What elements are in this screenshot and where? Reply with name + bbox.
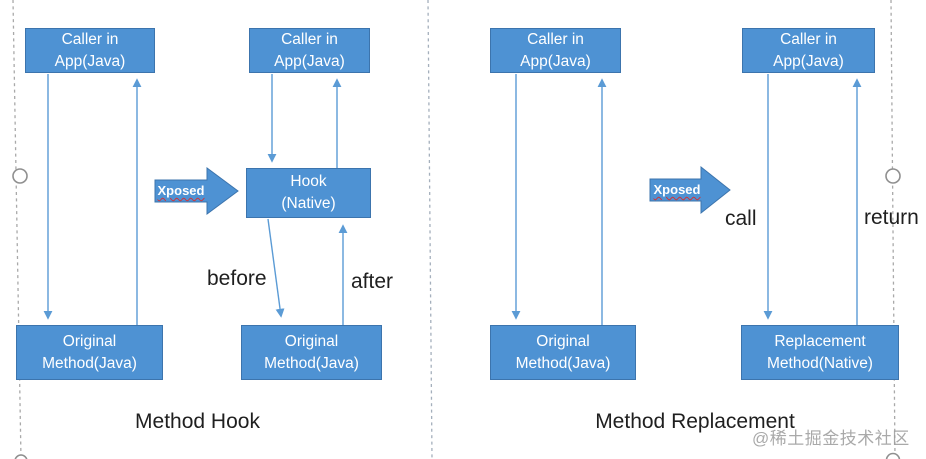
method-hook-caption: Method Hook: [135, 410, 260, 433]
original-method-box-hook-right[interactable]: Original Method(Java): [241, 325, 382, 380]
xposed-block-arrow-left[interactable]: [154, 167, 239, 215]
xposed-arrow-label-right: Xposed: [653, 182, 701, 197]
xposed-block-arrow-right[interactable]: [649, 165, 731, 215]
caller-in-app-box-repl-right[interactable]: Caller in App(Java): [742, 28, 875, 73]
left-guide-handle[interactable]: [12, 168, 28, 184]
after-label: after: [351, 270, 394, 293]
method-replacement-caption: Method Replacement: [595, 410, 795, 433]
original-method-box-hook-left[interactable]: Original Method(Java): [16, 325, 163, 380]
replacement-method-box[interactable]: Replacement Method(Native): [741, 325, 899, 380]
juejin-watermark: @稀土掘金技术社区: [752, 429, 910, 448]
caller-in-app-box-repl-left[interactable]: Caller in App(Java): [490, 28, 621, 73]
right-guide-handle-bottom[interactable]: [885, 452, 901, 459]
before-down-arrow: [267, 218, 285, 318]
original-method-box-repl[interactable]: Original Method(Java): [490, 325, 636, 380]
caller-in-app-box-hook-right[interactable]: Caller in App(Java): [249, 28, 370, 73]
return-label: return: [864, 206, 919, 229]
call-label: call: [725, 207, 757, 230]
xposed-arrow-label-left: Xposed: [157, 183, 205, 198]
right-guide-handle[interactable]: [885, 168, 901, 184]
left-guide-handle-bottom[interactable]: [14, 454, 28, 459]
before-label: before: [207, 267, 267, 290]
caller-in-app-box-hook-left[interactable]: Caller in App(Java): [25, 28, 155, 73]
hook-native-box[interactable]: Hook (Native): [246, 168, 371, 218]
